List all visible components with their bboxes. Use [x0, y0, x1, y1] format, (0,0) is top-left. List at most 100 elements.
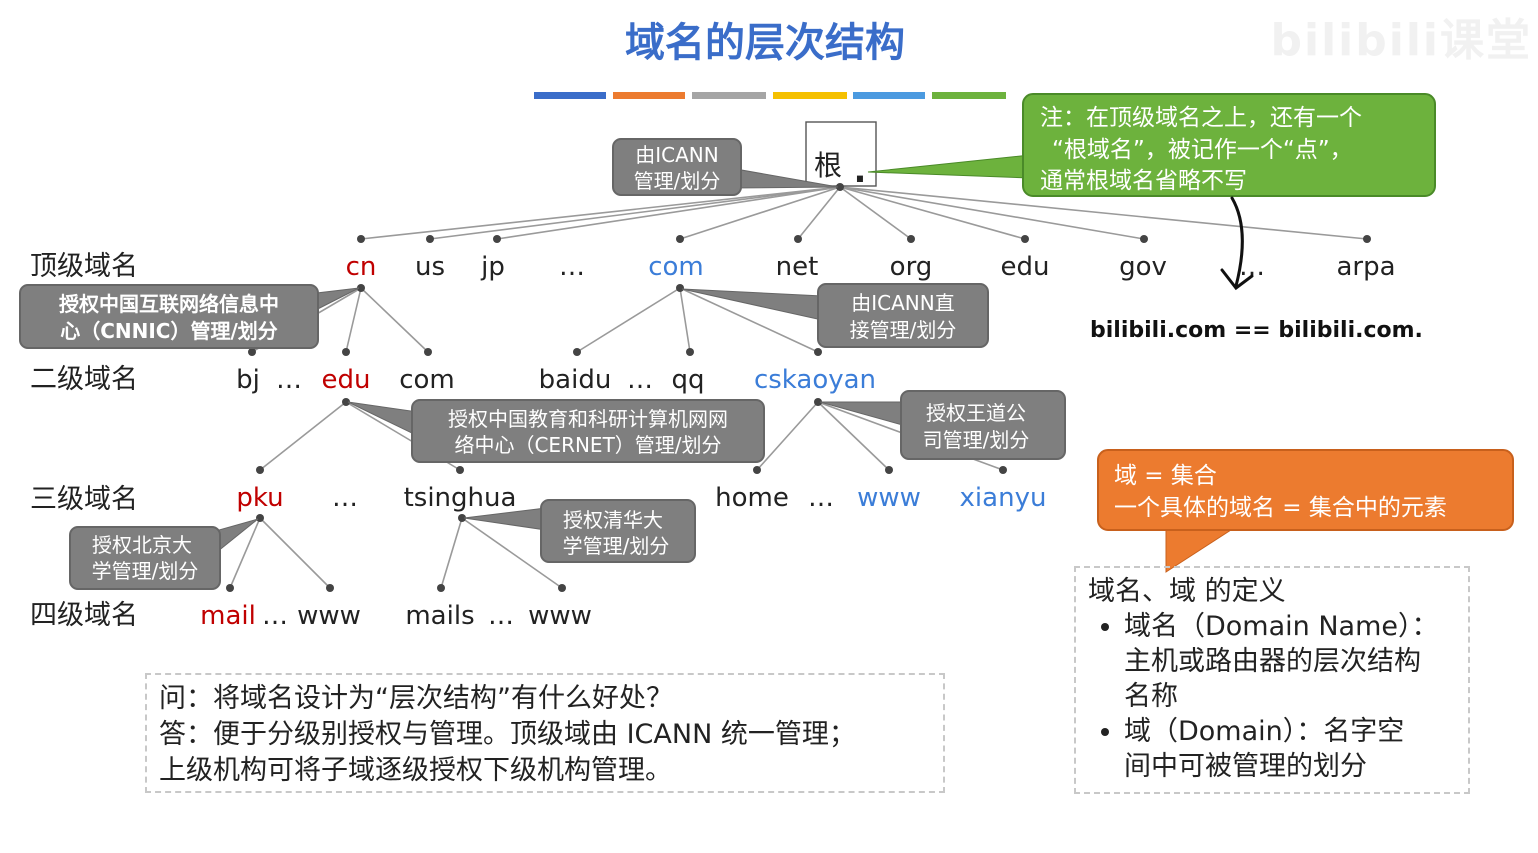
definition-text: 名称 — [1124, 681, 1178, 712]
node — [907, 235, 915, 243]
tld-us: us — [415, 252, 445, 282]
color-bar-segment — [773, 92, 847, 99]
top-level-domains: cn us jp … com net org edu gov … arpa — [346, 252, 1396, 282]
edge — [259, 401, 347, 471]
edge — [440, 517, 463, 589]
callout-text: 授权清华大 — [563, 508, 663, 532]
note-text: 注：在顶级域名之上，还有一个 — [1040, 105, 1362, 131]
level-label-top: 顶级域名 — [30, 251, 138, 282]
edge — [839, 186, 912, 240]
tld-org: org — [890, 252, 933, 282]
note-text: “根域名”，被记作一个“点”， — [1052, 137, 1353, 163]
node — [357, 284, 365, 292]
callout-text: 授权北京大 — [92, 533, 192, 557]
callout-icann-com: 由ICANN直 接管理/划分 — [681, 283, 989, 348]
fourth-tsinghua-www: www — [528, 601, 592, 631]
set-callout: 域 = 集合 一个具体的域名 = 集合中的元素 — [1097, 449, 1514, 573]
callout-box — [817, 283, 989, 348]
callout-text: 由ICANN — [635, 143, 718, 167]
callout-pointer — [347, 401, 419, 437]
level-label-fourth: 四级域名 — [30, 600, 138, 631]
qa-answer-line2: 上级机构可将子域逐级授权下级机构管理。 — [159, 755, 672, 786]
node — [493, 235, 501, 243]
set-callout-box — [1097, 449, 1514, 531]
definition-text: 域（Domain）：名字空 — [1124, 716, 1405, 747]
callout-box — [612, 138, 742, 196]
node — [226, 584, 234, 592]
watermark-logo: bilibili课堂 — [1270, 15, 1532, 66]
node — [814, 348, 822, 356]
qa-answer-line1: 答：便于分级别授权与管理。顶级域由 ICANN 统一管理； — [159, 719, 856, 750]
node — [1140, 235, 1148, 243]
definition-heading: 域名、域 的定义 — [1088, 576, 1286, 607]
color-bar-segment — [692, 92, 766, 99]
callout-text: 管理/划分 — [634, 169, 721, 193]
node — [256, 514, 264, 522]
sld-cn-com: com — [399, 365, 455, 395]
callout-tsinghua: 授权清华大 学管理/划分 — [463, 499, 696, 563]
note-callout: 注：在顶级域名之上，还有一个 “根域名”，被记作一个“点”， 通常根域名省略不写 — [867, 93, 1436, 197]
arrow-head — [1220, 268, 1254, 291]
edge — [360, 186, 841, 240]
edge — [679, 186, 841, 240]
edge — [839, 186, 1026, 240]
edge — [496, 186, 841, 240]
callout-text: 授权中国教育和科研计算机网网 — [448, 407, 728, 431]
qa-box: 问：将域名设计为“层次结构”有什么好处？ 答：便于分级别授权与管理。顶级域由 I… — [145, 673, 945, 793]
tld-edu: edu — [1001, 252, 1050, 282]
root-label: 根 — [814, 149, 842, 182]
definition-text: 域名（Domain Name）： — [1124, 611, 1439, 642]
node — [437, 584, 445, 592]
node — [686, 348, 694, 356]
callout-text: 授权中国互联网络信息中 — [59, 292, 279, 316]
fourth-ellipsis-2: … — [488, 601, 514, 631]
callout-box — [900, 390, 1066, 460]
node — [342, 348, 350, 356]
sld-ellipsis: … — [276, 365, 302, 395]
node — [794, 235, 802, 243]
definition-text: 主机或路由器的层次结构 — [1124, 646, 1421, 677]
callout-cernet: 授权中国教育和科研计算机网网 络中心（CERNET）管理/划分 — [347, 399, 765, 463]
third-ellipsis: … — [332, 483, 358, 513]
set-callout-text: 域 = 集合 — [1114, 463, 1217, 489]
edge — [679, 287, 819, 353]
edge — [461, 517, 563, 589]
callout-box — [411, 399, 765, 463]
callout-text: 学管理/划分 — [92, 559, 199, 583]
fourth-mail: mail — [200, 601, 256, 631]
callout-text: 由ICANN直 — [851, 291, 954, 315]
node — [999, 466, 1007, 474]
note-pointer — [867, 154, 1031, 179]
title-color-bar — [534, 92, 1006, 99]
node — [456, 466, 464, 474]
color-bar-segment — [853, 92, 925, 99]
sld-baidu: baidu — [539, 365, 612, 395]
definition-box: 域名、域 的定义 域名（Domain Name）： 主机或路由器的层次结构 名称… — [1074, 566, 1470, 794]
edge — [576, 287, 681, 353]
tld-gov: gov — [1119, 252, 1167, 282]
edge — [229, 517, 261, 589]
callout-pointer — [819, 401, 907, 427]
callout-text: 接管理/划分 — [850, 318, 957, 342]
callout-text: 司管理/划分 — [923, 428, 1030, 452]
node — [1363, 235, 1371, 243]
tld-cn: cn — [346, 252, 377, 282]
authority-callouts: 由ICANN 管理/划分 授权中国互联网络信息中 心（CNNIC）管理/划分 由… — [19, 138, 1066, 590]
sld-cskaoyan: cskaoyan — [754, 365, 876, 395]
node — [357, 235, 365, 243]
node — [342, 398, 350, 406]
sld-bj: bj — [236, 365, 260, 395]
color-bar-segment — [534, 92, 606, 99]
callout-pointer — [681, 288, 823, 321]
tree-nodes — [226, 183, 1371, 592]
edge — [839, 186, 1145, 240]
color-bar-segment — [613, 92, 685, 99]
tld-net: net — [776, 252, 819, 282]
callout-box — [540, 499, 696, 563]
root-node-box — [805, 121, 877, 187]
third-xianyu: xianyu — [960, 483, 1047, 513]
bilibili-example: bilibili.com == bilibili.com. — [1090, 318, 1423, 343]
node — [426, 235, 434, 243]
fourth-pku-www: www — [297, 601, 361, 631]
color-bar-segment — [932, 92, 1006, 99]
